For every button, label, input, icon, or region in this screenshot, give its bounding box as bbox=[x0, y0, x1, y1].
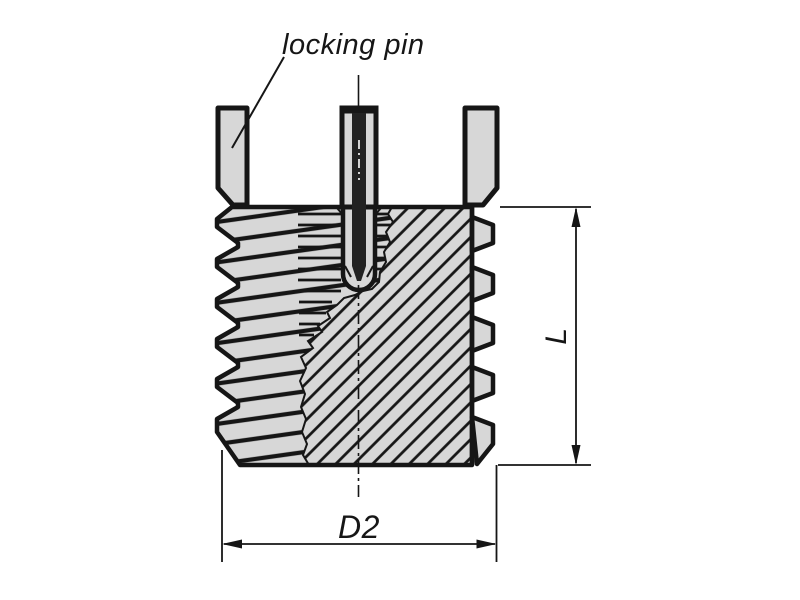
dimension-L: L bbox=[498, 206, 591, 466]
arrowhead-up bbox=[571, 207, 581, 227]
pin-tip-chamfer-right bbox=[366, 265, 374, 278]
leader-line bbox=[231, 56, 285, 149]
length-dimension-label: L bbox=[540, 327, 573, 344]
locking-pin-label: locking pin bbox=[282, 29, 425, 61]
arrowhead-left bbox=[222, 539, 242, 549]
insert-body bbox=[214, 204, 496, 468]
left-locking-pin bbox=[215, 105, 250, 208]
section-hatch-lines bbox=[300, 207, 472, 465]
body-outline bbox=[214, 204, 475, 468]
center-pin-slot bbox=[352, 113, 366, 281]
dimension-D2: D2 bbox=[221, 450, 498, 562]
right-thread-teeth bbox=[469, 214, 496, 467]
center-locking-pin bbox=[339, 105, 379, 281]
arrowhead-down bbox=[571, 445, 581, 465]
right-locking-pin bbox=[462, 105, 500, 208]
diameter-dimension-label: D2 bbox=[338, 509, 380, 545]
break-line bbox=[298, 206, 395, 466]
arrowhead-right bbox=[476, 539, 497, 549]
pin-tip-chamfer-left bbox=[344, 265, 352, 278]
